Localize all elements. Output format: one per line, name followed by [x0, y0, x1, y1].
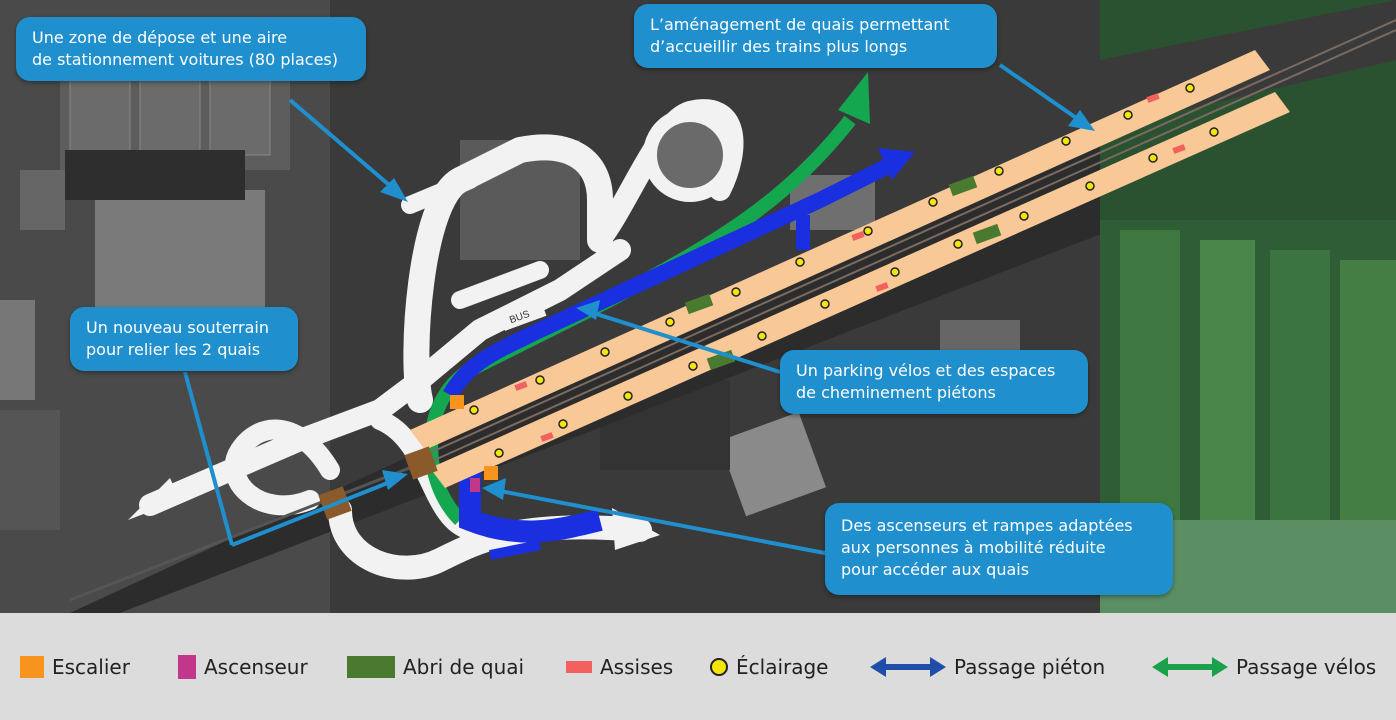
legend-item-velos: Passage vélos	[1152, 653, 1376, 681]
legend-label: Assises	[600, 655, 674, 679]
callout-line: de stationnement voitures (80 places)	[32, 50, 338, 69]
legend-label: Escalier	[52, 655, 130, 679]
callout-line: de cheminement piétons	[796, 383, 996, 402]
elevator-swatch-icon	[178, 655, 196, 679]
legend-label: Abri de quai	[403, 655, 525, 679]
callout-quais: L’aménagement de quais permettant d’accu…	[634, 4, 997, 68]
callout-line: aux personnes à mobilité réduite	[841, 538, 1106, 557]
callout-line: pour accéder aux quais	[841, 560, 1030, 579]
legend-item-abri: Abri de quai	[347, 653, 524, 681]
callout-parking-velos: Un parking vélos et des espaces de chemi…	[780, 350, 1088, 414]
light-swatch-icon	[710, 658, 728, 676]
legend-item-eclairage: Éclairage	[710, 653, 828, 681]
legend-item-ascenseur: Ascenseur	[178, 653, 308, 681]
shelter-swatch-icon	[347, 656, 395, 678]
aerial-map: BUS	[0, 0, 1396, 613]
callout-ascenseurs: Des ascenseurs et rampes adaptées aux pe…	[825, 503, 1173, 595]
callout-line: pour relier les 2 quais	[86, 340, 261, 359]
callout-zone-depose: Une zone de dépose et une aire de statio…	[16, 17, 366, 81]
callout-line: L’aménagement de quais permettant	[650, 15, 950, 34]
callout-line: d’accueillir des trains plus longs	[650, 37, 908, 56]
legend-label: Passage piéton	[954, 655, 1106, 679]
legend-item-pieton: Passage piéton	[870, 653, 1105, 681]
legend-item-escalier: Escalier	[20, 653, 130, 681]
double-arrow-green-icon	[1152, 657, 1228, 677]
legend-item-assises: Assises	[566, 653, 673, 681]
callout-souterrain: Un nouveau souterrain pour relier les 2 …	[70, 307, 298, 371]
legend-label: Ascenseur	[204, 655, 308, 679]
callout-line: Des ascenseurs et rampes adaptées	[841, 516, 1133, 535]
double-arrow-blue-icon	[870, 657, 946, 677]
callout-line: Un parking vélos et des espaces	[796, 361, 1056, 380]
callout-line: Une zone de dépose et une aire	[32, 28, 288, 47]
stair-swatch-icon	[20, 656, 44, 678]
seat-swatch-icon	[566, 661, 592, 673]
callout-line: Un nouveau souterrain	[86, 318, 269, 337]
legend-label: Éclairage	[736, 655, 829, 679]
legend-label: Passage vélos	[1236, 655, 1377, 679]
